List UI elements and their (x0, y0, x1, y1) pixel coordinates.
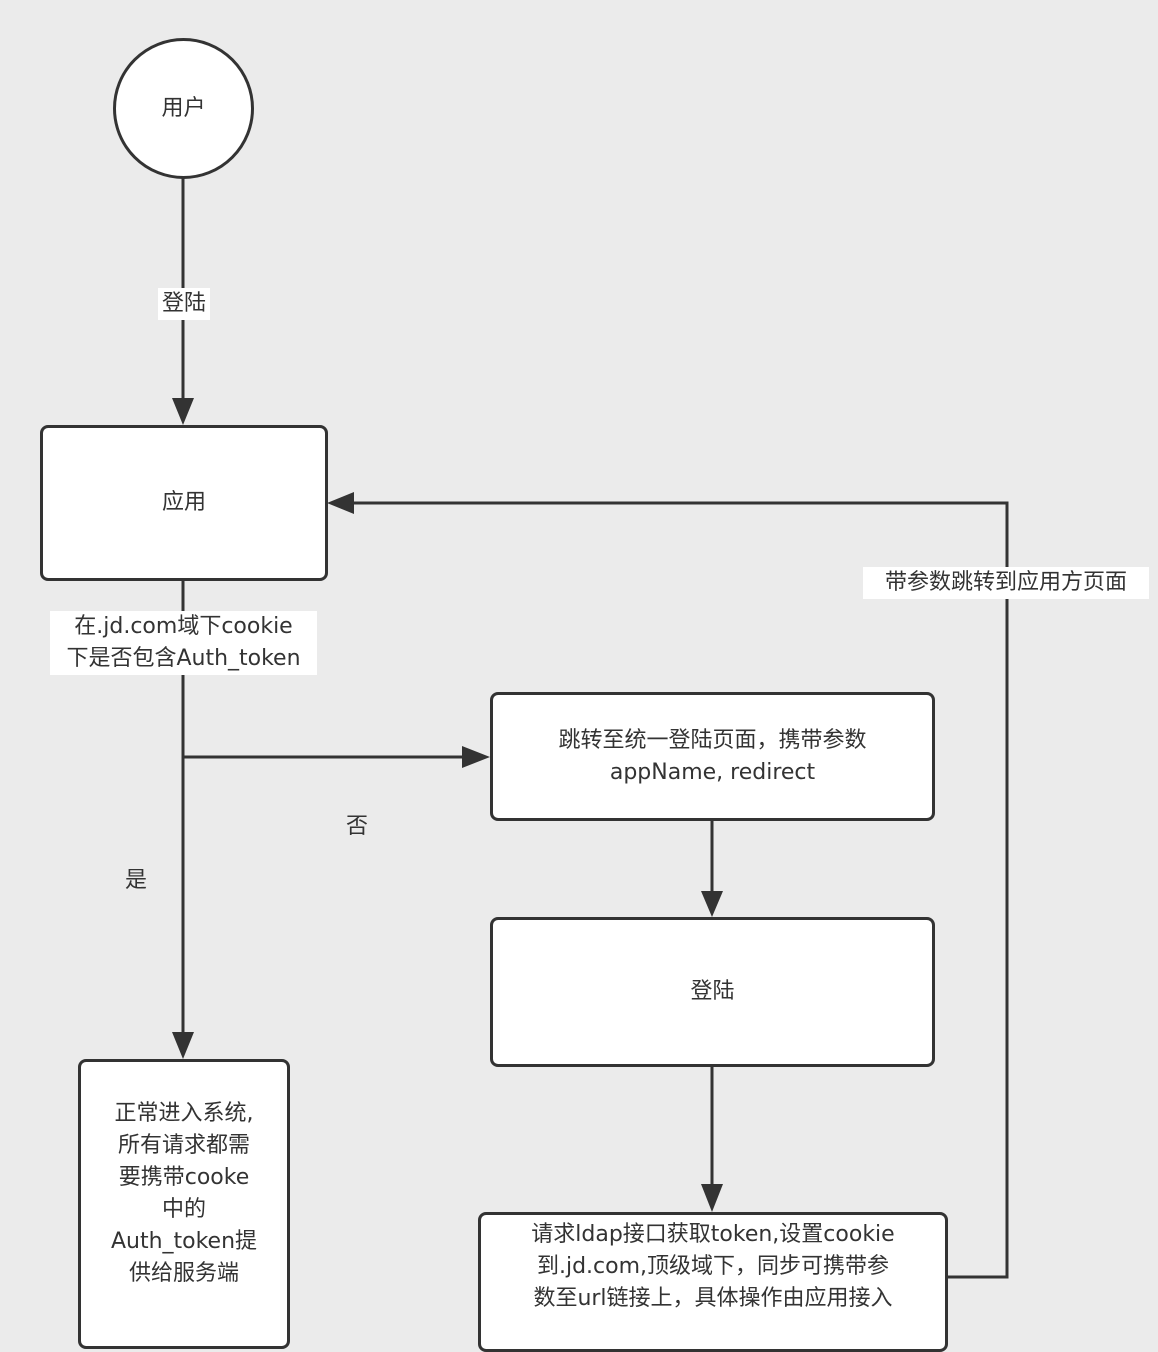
node-ldap-request-label: 请求ldap接口获取token,设置cookie 到.jd.com,顶级域下，同… (531, 1222, 895, 1311)
node-ldap-request: 请求ldap接口获取token,设置cookie 到.jd.com,顶级域下，同… (478, 1212, 948, 1352)
node-redirect-login-label: 跳转至统一登陆页面，携带参数 appName, redirect (558, 727, 867, 785)
node-login: 登陆 (490, 917, 935, 1067)
arrowhead-app (172, 398, 194, 425)
edge-label-cookie-check: 在.jd.com域下cookie 下是否包含Auth_token (50, 611, 317, 675)
node-normal-enter-label: 正常进入系统, 所有请求都需 要携带cooke 中的 Auth_token提 供… (110, 1101, 258, 1286)
edge-label-login: 登陆 (158, 288, 210, 320)
node-redirect-login: 跳转至统一登陆页面，携带参数 appName, redirect (490, 692, 935, 821)
node-app: 应用 (40, 425, 328, 581)
node-normal-enter: 正常进入系统, 所有请求都需 要携带cooke 中的 Auth_token提 供… (78, 1059, 290, 1349)
node-user-label: 用户 (161, 95, 206, 121)
edge-label-back-to-app: 带参数跳转到应用方页面 (863, 567, 1149, 599)
edge-ldap-back-to-app (350, 501, 1009, 1279)
edge-label-yes: 是 (124, 868, 147, 893)
node-user: 用户 (113, 38, 254, 179)
arrowhead-login (701, 891, 723, 917)
arrowhead-redirect (462, 746, 490, 768)
arrowhead-ldap (701, 1184, 723, 1212)
arrowhead-app-return (327, 492, 354, 514)
edge-label-no: 否 (345, 814, 368, 839)
arrowhead-normal (172, 1032, 194, 1059)
node-login-label: 登陆 (690, 979, 735, 1004)
node-app-label: 应用 (161, 490, 206, 515)
